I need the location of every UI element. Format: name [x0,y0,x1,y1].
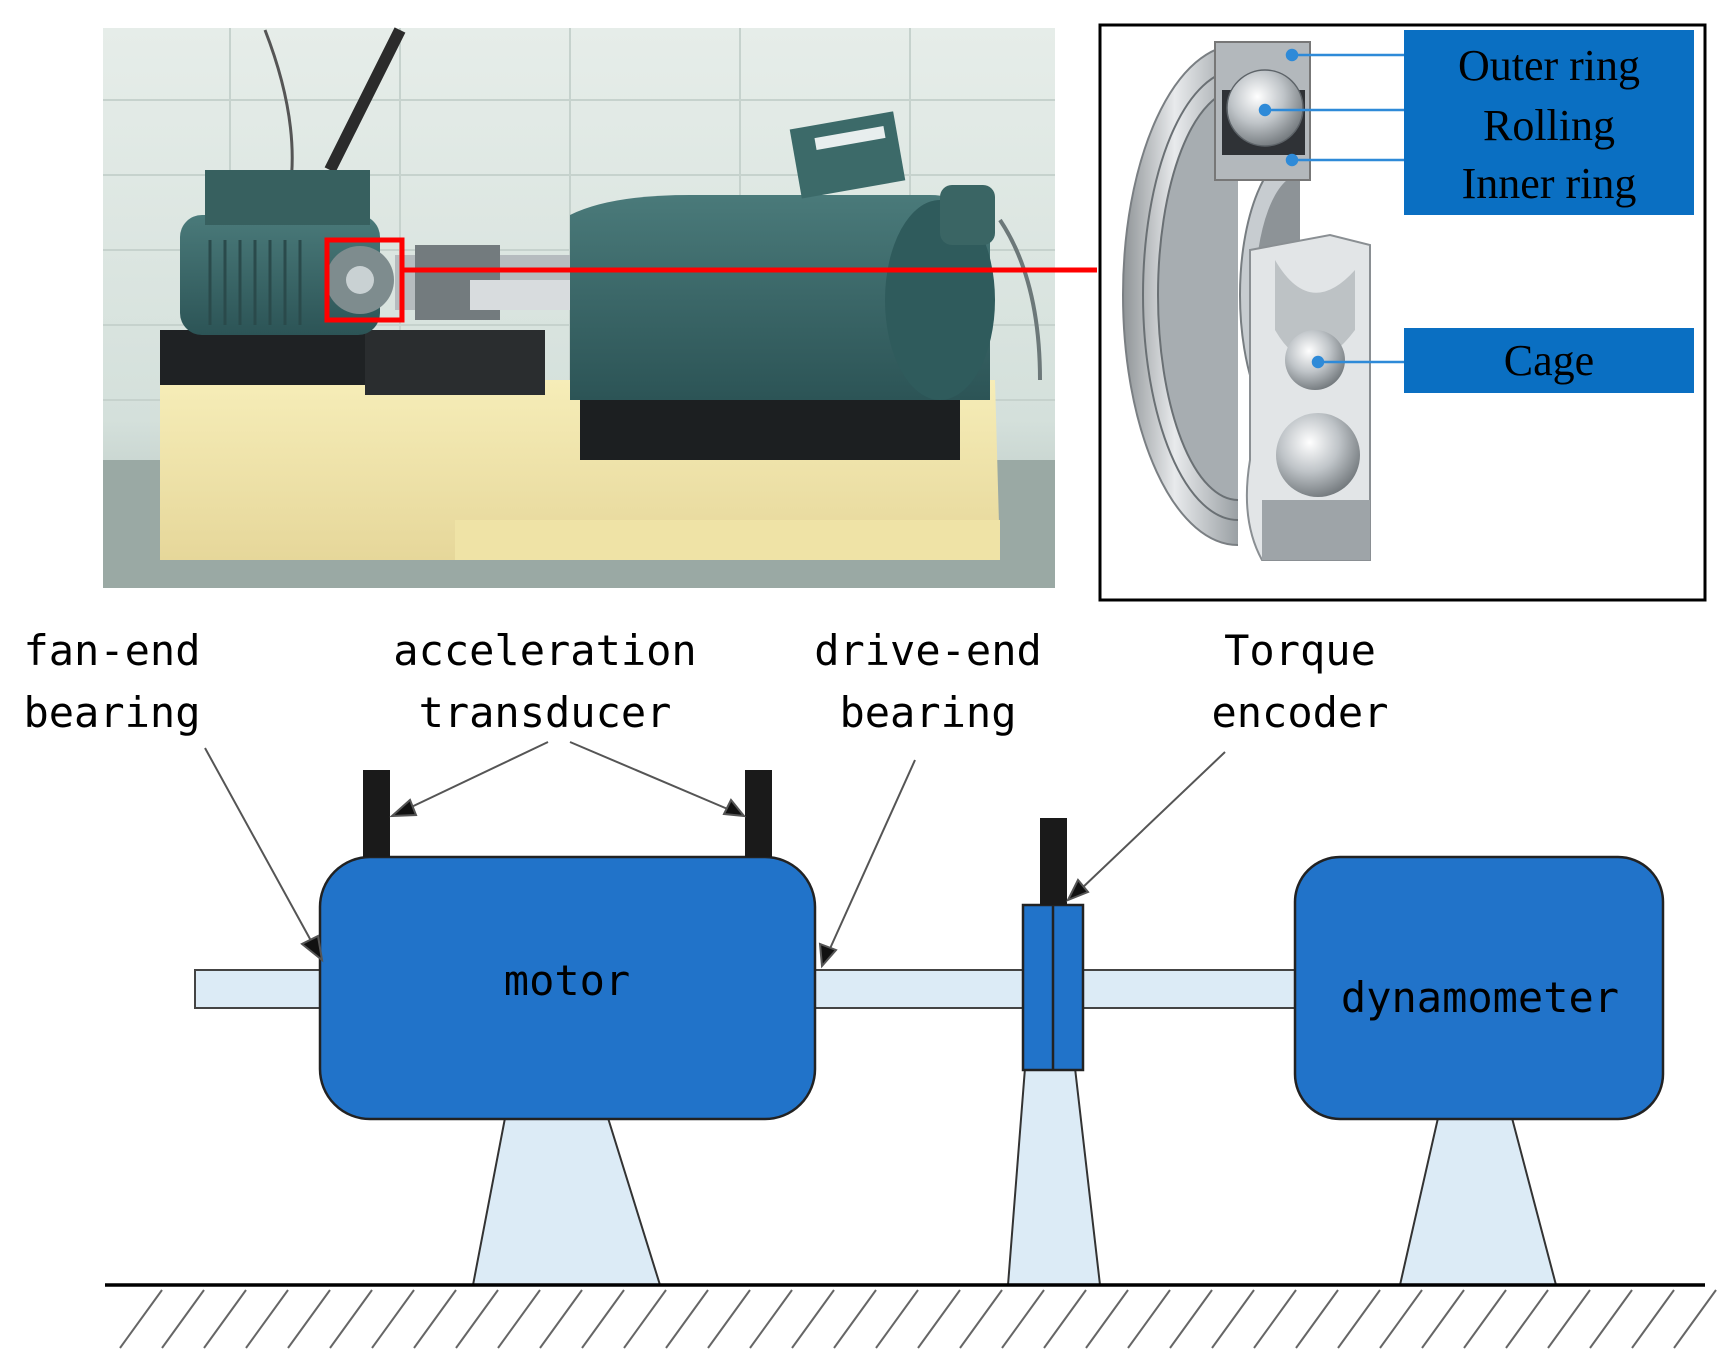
hatch-line [917,1289,961,1349]
dynamometer-label: dynamometer [1341,973,1619,1022]
bearing-inset: Outer ring Rolling Inner ring Cage [1098,23,1707,602]
hatch-line [623,1289,667,1349]
hatch-line [1169,1289,1213,1349]
hatch-line [371,1289,415,1349]
bearing-parts-label-box [1404,30,1694,215]
hatch-line [791,1289,835,1349]
fan-end-shaft [194,969,326,1009]
hatch-line [1421,1289,1465,1349]
torque-encoder-sensor [1040,818,1067,905]
motor-block [318,855,817,1121]
hatch-line [665,1289,709,1349]
motor-support [471,1117,662,1286]
inner-ring-label: Inner ring [1462,159,1637,208]
hatch-line [1001,1289,1045,1349]
hatch-line [1463,1289,1507,1349]
hatch-line [161,1289,205,1349]
hatch-line [875,1289,919,1349]
hatch-line [581,1289,625,1349]
bearing-callout-box [324,237,405,323]
hatch-line [287,1289,331,1349]
outer-ring-label: Outer ring [1458,41,1640,90]
dynamometer-support [1398,1117,1558,1286]
hatch-line [1043,1289,1087,1349]
ground-hatching [119,1289,1717,1349]
torque-encoder-label-line2: encoder [1211,688,1388,737]
hatch-line [1505,1289,1549,1349]
drive-end-label-line2: bearing [839,688,1016,737]
hatch-line [833,1289,877,1349]
hatch-line [1547,1289,1591,1349]
drive-end-label-line1: drive-end [814,626,1042,675]
hatch-line [329,1289,373,1349]
accelerometer-fan-end [363,770,390,857]
cage-label: Cage [1504,336,1594,385]
hatch-line [1631,1289,1675,1349]
hatch-line [119,1289,163,1349]
hatch-line [749,1289,793,1349]
encoder-support [1006,1067,1102,1286]
hatch-line [455,1289,499,1349]
hatch-line [413,1289,457,1349]
rig-schematic: fan-end bearing acceleration transducer … [23,626,1717,1349]
hatch-line [1127,1289,1171,1349]
hatch-line [1589,1289,1633,1349]
hatch-line [245,1289,289,1349]
cage-label-box [1404,328,1694,393]
hatch-line [1673,1289,1717,1349]
accel-transducer-label-line1: acceleration [393,626,696,675]
rolling-label: Rolling [1483,101,1615,150]
hatch-line [1211,1289,1255,1349]
hatch-line [1379,1289,1423,1349]
torque-encoder-label-line1: Torque [1224,626,1376,675]
fan-end-label-line2: bearing [23,688,200,737]
fan-end-label-line1: fan-end [23,626,200,675]
accelerometer-drive-end [745,770,772,857]
motor-label: motor [504,956,630,1005]
hatch-line [539,1289,583,1349]
hatch-line [959,1289,1003,1349]
bearing-illustration [1122,41,1371,561]
accel-transducer-label-line2: transducer [419,688,672,737]
test-rig-photo [103,27,1055,588]
hatch-line [1085,1289,1129,1349]
hatch-line [1337,1289,1381,1349]
hatch-line [497,1289,541,1349]
hatch-line [203,1289,247,1349]
hatch-line [1253,1289,1297,1349]
dynamometer-block [1293,855,1665,1121]
hatch-line [707,1289,751,1349]
hatch-line [1295,1289,1339,1349]
